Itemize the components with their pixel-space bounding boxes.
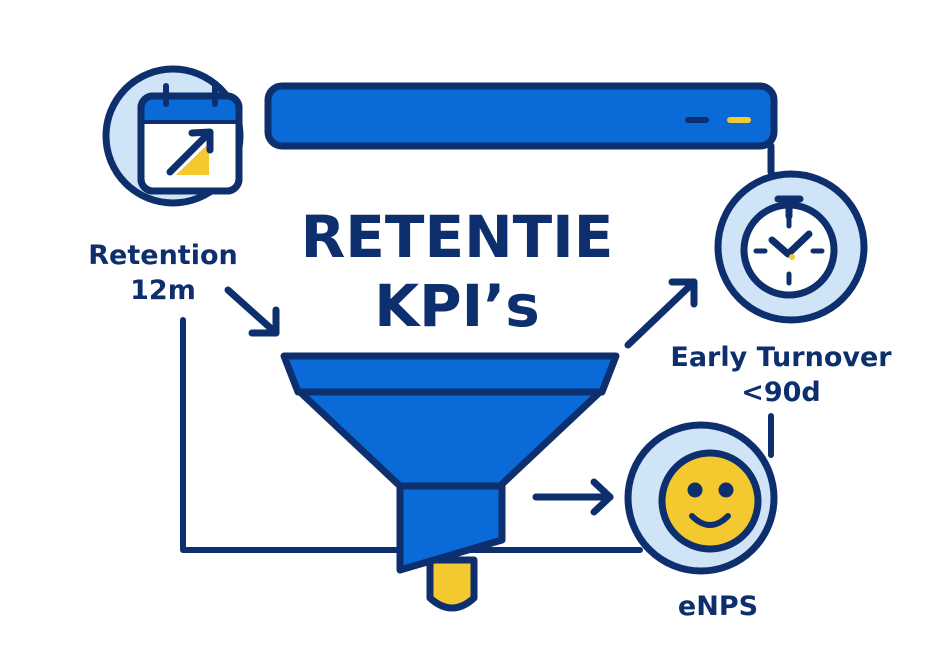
title-line1: RETENTIE [301,203,614,271]
calendar-trend-up-icon [102,65,244,207]
connector-line [180,317,643,553]
browser-window [264,82,778,176]
funnel-icon [280,352,620,612]
early-turnover-period: <90d [741,377,821,408]
enps-label: eNPS [678,591,758,622]
arrow-icon [624,278,698,349]
arrow-icon [532,478,614,516]
early-turnover-label: Early Turnover [670,342,892,373]
smiley-face-icon [624,421,778,575]
retention-period: 12m [130,275,196,306]
retention-label: Retention [88,240,237,271]
arrow-icon [224,286,280,337]
stopwatch-icon [714,170,868,324]
title-line2: KPI’s [374,272,540,340]
